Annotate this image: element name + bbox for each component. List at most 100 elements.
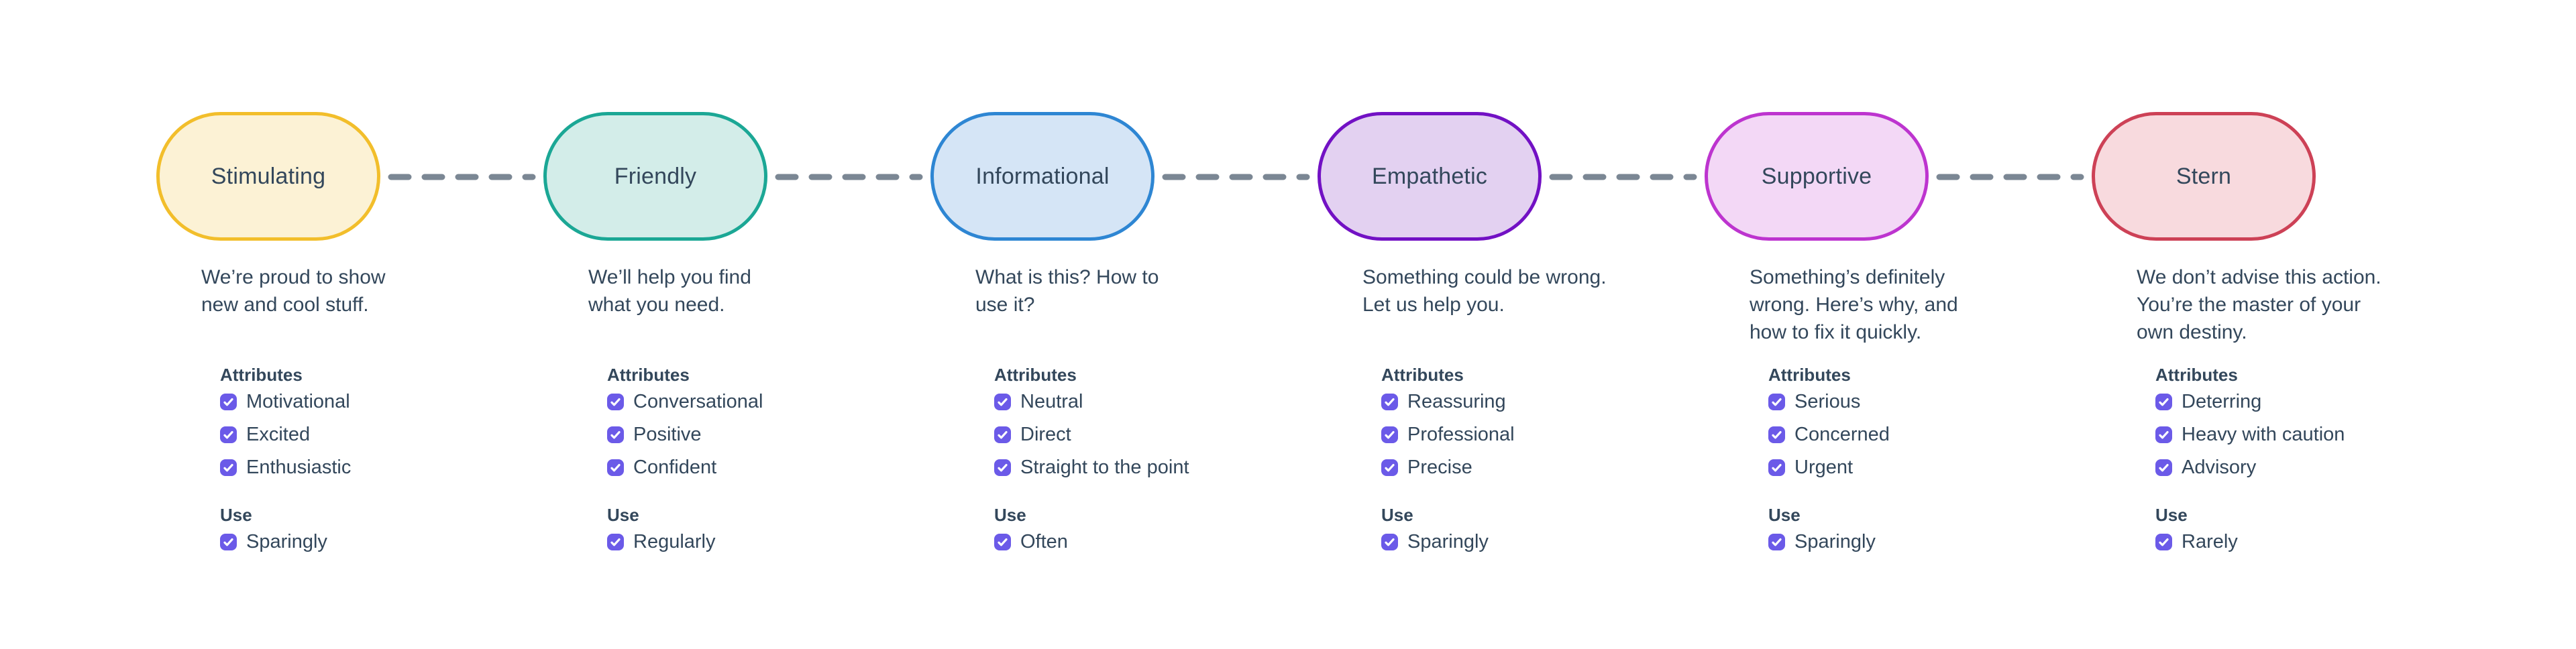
checkbox-row[interactable]: Excited	[220, 422, 351, 447]
checkbox-row[interactable]: Professional	[1381, 422, 1515, 447]
checkbox-row[interactable]: Often	[994, 530, 1068, 554]
checkbox-checked-icon[interactable]	[2155, 533, 2172, 550]
checkbox-label: Excited	[246, 423, 311, 445]
checkbox-row[interactable]: Sparingly	[1381, 530, 1489, 554]
tone-stage-stern: Stern We don’t advise this action. You’r…	[2092, 112, 2440, 581]
checkbox-row[interactable]: Concerned	[1768, 422, 1890, 447]
checkbox-row[interactable]: Direct	[994, 422, 1189, 447]
attributes-section: Attributes Serious Concerned Urgent	[1768, 364, 1890, 488]
checkbox-row[interactable]: Precise	[1381, 455, 1515, 479]
connector-dashed-line	[1549, 174, 1697, 180]
checkbox-checked-icon[interactable]	[994, 533, 1011, 550]
attributes-list: Reassuring Professional Precise	[1381, 390, 1515, 479]
tone-description: Something could be wrong. Let us help yo…	[1362, 266, 1607, 316]
attributes-heading: Attributes	[220, 365, 303, 385]
attributes-list: Motivational Excited Enthusiastic	[220, 390, 351, 479]
checkbox-row[interactable]: Serious	[1768, 390, 1890, 414]
attributes-heading: Attributes	[994, 365, 1077, 385]
checkbox-checked-icon[interactable]	[2155, 426, 2172, 443]
tone-pill-stimulating: Stimulating	[156, 112, 380, 241]
checkbox-checked-icon[interactable]	[994, 459, 1011, 476]
tone-stage-friendly: Friendly We’ll help you find what you ne…	[543, 112, 892, 581]
checkbox-row[interactable]: Regularly	[607, 530, 716, 554]
checkbox-row[interactable]: Advisory	[2155, 455, 2345, 479]
connector-dashed-line	[388, 174, 536, 180]
checkbox-row[interactable]: Motivational	[220, 390, 351, 414]
checkbox-label: Often	[1020, 530, 1068, 552]
use-section: Use Often	[994, 504, 1068, 563]
attributes-heading: Attributes	[607, 365, 690, 385]
checkbox-label: Professional	[1407, 423, 1515, 445]
checkbox-checked-icon[interactable]	[607, 459, 624, 476]
tone-pill-label: Stimulating	[211, 163, 326, 189]
checkbox-label: Sparingly	[246, 530, 327, 552]
checkbox-checked-icon[interactable]	[994, 393, 1011, 410]
checkbox-checked-icon[interactable]	[1768, 393, 1785, 410]
checkbox-label: Heavy with caution	[2182, 423, 2345, 445]
checkbox-label: Sparingly	[1794, 530, 1876, 552]
tone-stage-supportive: Supportive Something’s definitely wrong.…	[1705, 112, 2053, 581]
attributes-section: Attributes Reassuring Professional Preci…	[1381, 364, 1515, 488]
checkbox-checked-icon[interactable]	[994, 426, 1011, 443]
checkbox-row[interactable]: Sparingly	[1768, 530, 1876, 554]
checkbox-label: Conversational	[633, 390, 763, 412]
attributes-list: Conversational Positive Confident	[607, 390, 763, 479]
checkbox-row[interactable]: Straight to the point	[994, 455, 1189, 479]
checkbox-checked-icon[interactable]	[1381, 533, 1398, 550]
checkbox-checked-icon[interactable]	[607, 426, 624, 443]
checkbox-checked-icon[interactable]	[1381, 393, 1398, 410]
tone-pill-label: Empathetic	[1371, 163, 1488, 189]
checkbox-row[interactable]: Deterring	[2155, 390, 2345, 414]
checkbox-label: Urgent	[1794, 456, 1854, 478]
checkbox-row[interactable]: Heavy with caution	[2155, 422, 2345, 447]
checkbox-row[interactable]: Rarely	[2155, 530, 2238, 554]
checkbox-checked-icon[interactable]	[1768, 426, 1785, 443]
checkbox-row[interactable]: Enthusiastic	[220, 455, 351, 479]
tone-pill-label: Friendly	[614, 163, 697, 189]
checkbox-checked-icon[interactable]	[1381, 459, 1398, 476]
checkbox-checked-icon[interactable]	[1768, 533, 1785, 550]
use-heading: Use	[1768, 505, 1801, 525]
tone-pill-label: Informational	[975, 163, 1110, 189]
tone-pill-label: Supportive	[1761, 163, 1872, 189]
use-section: Use Sparingly	[1381, 504, 1489, 563]
checkbox-row[interactable]: Sparingly	[220, 530, 327, 554]
checkbox-checked-icon[interactable]	[2155, 459, 2172, 476]
checkbox-row[interactable]: Urgent	[1768, 455, 1890, 479]
checkbox-checked-icon[interactable]	[220, 459, 237, 476]
checkbox-label: Reassuring	[1407, 390, 1506, 412]
attributes-heading: Attributes	[1768, 365, 1851, 385]
tone-stage-stimulating: Stimulating We’re proud to show new and …	[156, 112, 505, 581]
checkbox-checked-icon[interactable]	[2155, 393, 2172, 410]
checkbox-checked-icon[interactable]	[220, 393, 237, 410]
checkbox-checked-icon[interactable]	[607, 393, 624, 410]
checkbox-checked-icon[interactable]	[220, 533, 237, 550]
checkbox-label: Motivational	[246, 390, 350, 412]
checkbox-row[interactable]: Positive	[607, 422, 763, 447]
checkbox-checked-icon[interactable]	[220, 426, 237, 443]
use-heading: Use	[2155, 505, 2188, 525]
checkbox-checked-icon[interactable]	[607, 533, 624, 550]
use-heading: Use	[607, 505, 639, 525]
checkbox-row[interactable]: Reassuring	[1381, 390, 1515, 414]
checkbox-row[interactable]: Neutral	[994, 390, 1189, 414]
checkbox-checked-icon[interactable]	[1768, 459, 1785, 476]
use-list: Rarely	[2155, 530, 2238, 554]
checkbox-row[interactable]: Conversational	[607, 390, 763, 414]
tone-pill-informational: Informational	[930, 112, 1155, 241]
checkbox-row[interactable]: Confident	[607, 455, 763, 479]
checkbox-label: Confident	[633, 456, 717, 478]
checkbox-label: Advisory	[2182, 456, 2257, 478]
checkbox-label: Positive	[633, 423, 702, 445]
checkbox-checked-icon[interactable]	[1381, 426, 1398, 443]
use-list: Sparingly	[1381, 530, 1489, 554]
checkbox-label: Straight to the point	[1020, 456, 1189, 478]
use-section: Use Regularly	[607, 504, 716, 563]
attributes-heading: Attributes	[2155, 365, 2238, 385]
attributes-list: Neutral Direct Straight to the point	[994, 390, 1189, 479]
checkbox-label: Precise	[1407, 456, 1472, 478]
use-heading: Use	[1381, 505, 1413, 525]
checkbox-label: Rarely	[2182, 530, 2238, 552]
tone-pill-friendly: Friendly	[543, 112, 767, 241]
